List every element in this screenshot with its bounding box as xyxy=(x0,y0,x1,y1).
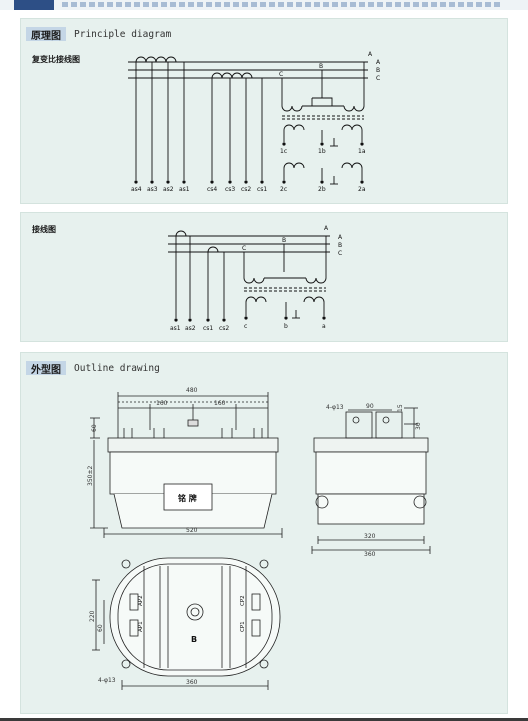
terminal-cp2: CP2 xyxy=(240,595,246,606)
wiring-output-a: a xyxy=(322,323,326,330)
dim-90: 90 xyxy=(366,403,374,410)
dim-320: 320 xyxy=(364,533,376,540)
terminal-as1: as1 xyxy=(179,186,190,193)
output-1c: 1c xyxy=(280,148,287,155)
terminal-cs1: cs1 xyxy=(257,186,267,193)
dim-60-plan: 60 xyxy=(97,624,104,632)
bottom-border xyxy=(0,718,528,721)
wiring-terminal-as2: as2 xyxy=(185,325,196,332)
dim-4phi13-plan: 4-φ13 xyxy=(98,677,116,684)
terminal-ap1: AP1 xyxy=(138,621,144,632)
wiring-phase-b-end: B xyxy=(338,242,342,249)
terminal-as3: as3 xyxy=(147,186,158,193)
principle-panel xyxy=(20,18,508,204)
nameplate-label: 铭 牌 xyxy=(178,493,197,503)
outline-tag: 外型图 xyxy=(26,361,66,376)
dim-160-left: 160 xyxy=(156,400,168,407)
banner-stripe xyxy=(62,2,502,7)
wiring-terminal-as1: as1 xyxy=(170,325,181,332)
dim-160-right: 160 xyxy=(214,400,226,407)
dim-60: 60 xyxy=(91,424,98,432)
dim-30: 30 xyxy=(415,422,422,430)
output-2a: 2a xyxy=(358,186,366,193)
output-1b: 1b xyxy=(318,148,326,155)
phase-c-end: C xyxy=(376,75,380,82)
outline-header: 外型图 Outline drawing xyxy=(26,359,160,377)
output-1a: 1a xyxy=(358,148,366,155)
phase-c-label: C xyxy=(279,71,283,78)
dim-360-plan: 360 xyxy=(186,679,198,686)
dim-4phi13-side: 4-φ13 xyxy=(326,404,344,411)
dim-360-side: 360 xyxy=(364,551,376,558)
terminal-cs3: cs3 xyxy=(225,186,235,193)
dim-15: 15 xyxy=(397,404,404,412)
terminal-cs2: cs2 xyxy=(241,186,251,193)
principle-subtitle: Principle diagram xyxy=(74,28,172,40)
dim-220: 220 xyxy=(89,610,96,622)
wiring-output-b: b xyxy=(284,323,288,330)
wiring-phase-b-label: B xyxy=(282,237,286,244)
dim-480: 480 xyxy=(186,387,198,394)
terminal-as2: as2 xyxy=(163,186,174,193)
principle-tag: 原理图 xyxy=(26,27,66,42)
terminal-cs4: cs4 xyxy=(207,186,217,193)
principle-header: 原理图 Principle diagram xyxy=(26,25,171,43)
output-2b: 2b xyxy=(318,186,326,193)
center-b-label: B xyxy=(191,635,197,644)
wiring-terminal-cs1: cs1 xyxy=(203,325,213,332)
wiring-phase-a-end: A xyxy=(338,234,343,241)
wiring-label: 接线图 xyxy=(32,225,56,234)
wiring-panel xyxy=(20,212,508,342)
terminal-ap2: AP2 xyxy=(138,595,144,606)
multi-ratio-label: 复变比接线图 xyxy=(32,55,80,64)
phase-a-end: A xyxy=(376,59,381,66)
wiring-terminal-cs2: cs2 xyxy=(219,325,229,332)
phase-b-label: B xyxy=(319,63,323,70)
terminal-cp1: CP1 xyxy=(240,621,246,632)
terminal-as4: as4 xyxy=(131,186,142,193)
wiring-output-c: c xyxy=(244,323,247,330)
outline-subtitle: Outline drawing xyxy=(74,362,160,374)
phase-a-label: A xyxy=(368,51,373,58)
wiring-phase-c-label: C xyxy=(242,245,246,252)
dim-520: 520 xyxy=(186,527,198,534)
output-2c: 2c xyxy=(280,186,287,193)
wiring-phase-c-end: C xyxy=(338,250,342,257)
dim-height: 350±2 xyxy=(87,466,94,486)
top-banner xyxy=(0,0,528,10)
phase-b-end: B xyxy=(376,67,380,74)
brand-logo xyxy=(14,0,54,10)
wiring-phase-a-label: A xyxy=(324,225,329,232)
